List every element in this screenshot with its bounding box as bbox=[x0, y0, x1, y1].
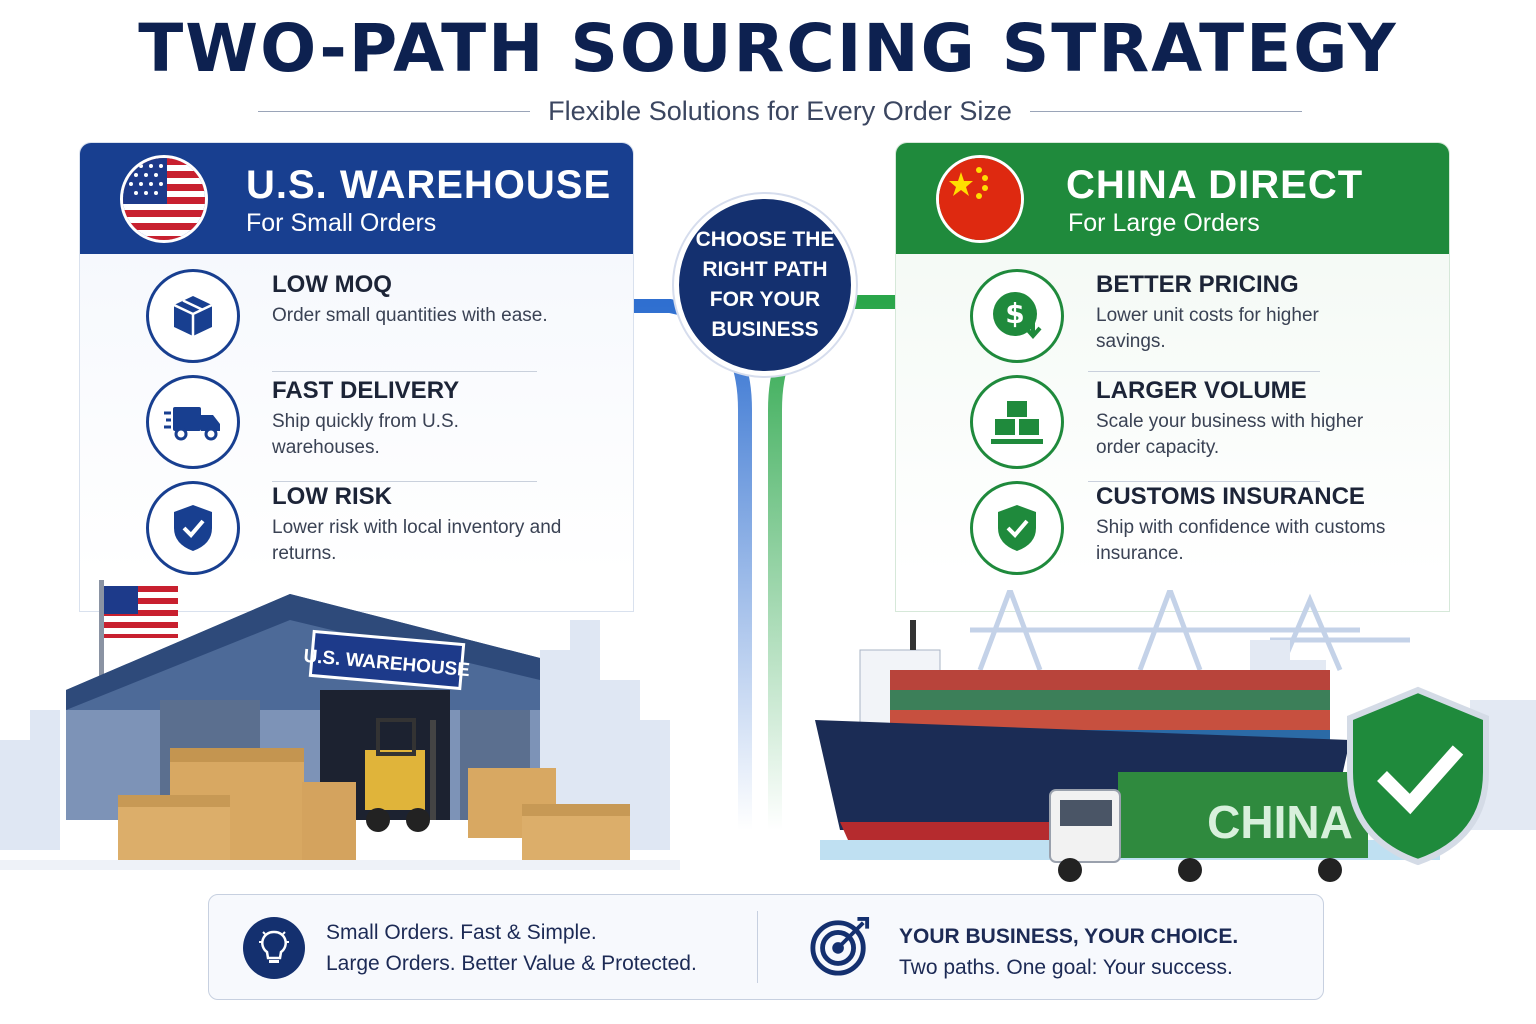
feature-customs-insurance: CUSTOMS INSURANCE Ship with confidence w… bbox=[970, 481, 1390, 591]
feature-larger-volume: LARGER VOLUME Scale your business with h… bbox=[970, 375, 1390, 485]
feature-heading: BETTER PRICING bbox=[1096, 271, 1299, 298]
china-panel-subtitle: For Large Orders bbox=[1068, 209, 1260, 237]
footer-banner: Small Orders. Fast & Simple. Large Order… bbox=[208, 894, 1324, 1000]
stacked-boxes-icon bbox=[970, 375, 1064, 469]
divider-left bbox=[258, 110, 531, 112]
feature-low-moq: LOW MOQ Order small quantities with ease… bbox=[146, 269, 566, 379]
feature-desc: Ship quickly from U.S. warehouses. bbox=[272, 411, 459, 458]
target-icon bbox=[809, 915, 871, 977]
feature-low-risk: LOW RISK Lower risk with local inventory… bbox=[146, 481, 566, 591]
china-panel-title: CHINA DIRECT bbox=[1066, 163, 1364, 207]
divider bbox=[272, 481, 537, 482]
container-truck: CHINA bbox=[1049, 772, 1368, 882]
choose-path-badge: CHOOSE THE RIGHT PATH FOR YOUR BUSINESS bbox=[674, 194, 856, 376]
footer-right-line1: YOUR BUSINESS, YOUR CHOICE. bbox=[899, 925, 1239, 948]
china-direct-illustration: CHINA bbox=[815, 590, 1536, 882]
cardboard-boxes bbox=[118, 748, 630, 870]
feature-desc: Ship with confidence with customs insura… bbox=[1096, 517, 1386, 564]
footer-left-line2: Large Orders. Better Value & Protected. bbox=[326, 952, 697, 975]
us-panel-header: U.S. WAREHOUSE For Small Orders bbox=[80, 143, 633, 254]
footer-right-line2: Two paths. One goal: Your success. bbox=[899, 956, 1233, 979]
china-direct-panel: CHINA DIRECT For Large Orders $ BETTER P… bbox=[895, 142, 1450, 612]
us-flag-icon bbox=[120, 155, 208, 243]
divider-right bbox=[1029, 110, 1302, 112]
page-title: TWO-PATH SOURCING STRATEGY bbox=[138, 10, 1398, 87]
feature-heading: FAST DELIVERY bbox=[272, 377, 460, 404]
divider bbox=[272, 371, 537, 372]
china-container-label: CHINA bbox=[1207, 796, 1353, 848]
box-icon bbox=[146, 269, 240, 363]
feature-desc: Order small quantities with ease. bbox=[272, 305, 548, 326]
feature-better-pricing: $ BETTER PRICING Lower unit costs for hi… bbox=[970, 269, 1390, 379]
feature-heading: LOW RISK bbox=[272, 483, 392, 510]
us-warehouse-panel: U.S. WAREHOUSE For Small Orders LOW MOQ … bbox=[79, 142, 634, 612]
shield-check-icon bbox=[1347, 686, 1489, 866]
subtitle-row: Flexible Solutions for Every Order Size bbox=[258, 94, 1302, 128]
delivery-truck-icon bbox=[146, 375, 240, 469]
footer-divider bbox=[757, 911, 758, 983]
china-panel-header: CHINA DIRECT For Large Orders bbox=[896, 143, 1449, 254]
port-cranes bbox=[970, 590, 1410, 671]
feature-heading: LARGER VOLUME bbox=[1096, 377, 1307, 404]
china-flag-icon bbox=[936, 155, 1024, 243]
forklift-icon bbox=[365, 718, 436, 832]
divider bbox=[1088, 481, 1320, 482]
shield-check-icon bbox=[970, 481, 1064, 575]
feature-desc: Lower risk with local inventory and retu… bbox=[272, 517, 562, 564]
feature-heading: CUSTOMS INSURANCE bbox=[1096, 483, 1365, 510]
divider bbox=[1088, 371, 1320, 372]
us-panel-subtitle: For Small Orders bbox=[246, 209, 437, 237]
us-panel-title: U.S. WAREHOUSE bbox=[246, 163, 612, 207]
feature-fast-delivery: FAST DELIVERY Ship quickly from U.S. war… bbox=[146, 375, 566, 485]
lightbulb-icon bbox=[243, 917, 305, 979]
shield-check-icon bbox=[146, 481, 240, 575]
feature-desc: Lower unit costs for higher savings. bbox=[1096, 305, 1319, 352]
dollar-down-icon: $ bbox=[970, 269, 1064, 363]
us-warehouse-illustration: U.S. WAREHOUSE bbox=[0, 580, 680, 870]
feature-heading: LOW MOQ bbox=[272, 271, 392, 298]
svg-text:$: $ bbox=[1005, 297, 1024, 330]
feature-desc: Scale your business with higher order ca… bbox=[1096, 411, 1364, 458]
page-subtitle: Flexible Solutions for Every Order Size bbox=[548, 95, 1012, 126]
footer-left-line1: Small Orders. Fast & Simple. bbox=[326, 921, 597, 944]
us-flag-pole-icon bbox=[104, 586, 178, 638]
